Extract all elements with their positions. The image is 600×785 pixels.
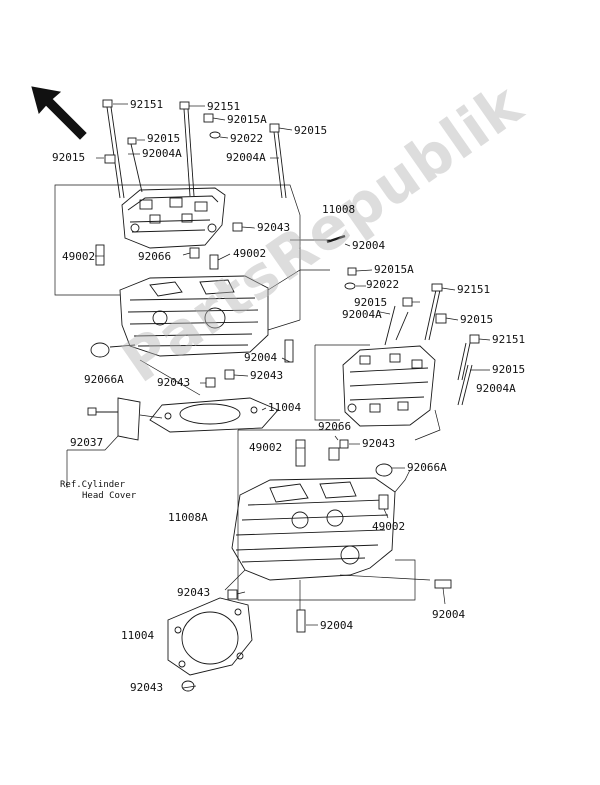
head-cover-bracket [87, 397, 141, 441]
part-label: 11008A [168, 511, 208, 524]
part-label: 49002 [249, 441, 283, 454]
part-label: 92066 [138, 250, 172, 263]
part-label: 92043 [257, 221, 291, 234]
part-label: 92004 [320, 619, 354, 632]
part-label: 11004 [121, 629, 155, 642]
part-label: 92043 [157, 376, 191, 389]
ref-note-line1: Ref.Cylinder [60, 480, 126, 490]
part-label: 49002 [372, 520, 406, 533]
part-label: 92151 [207, 100, 241, 113]
rear-cylinder-head [119, 275, 269, 357]
part-label: 92037 [70, 436, 104, 449]
direction-arrow-icon [31, 86, 87, 140]
part-label: 92015A [374, 263, 414, 276]
part-label: 92043 [177, 586, 211, 599]
part-label: 92022 [366, 278, 400, 291]
part-label: 92004A [142, 147, 182, 160]
part-label: 92151 [457, 283, 491, 296]
part-label: 92151 [130, 98, 164, 111]
part-label: 92015 [52, 151, 86, 164]
front-bolts [344, 267, 480, 406]
part-label: 92151 [492, 333, 526, 346]
rear-small-parts [90, 222, 346, 388]
rear-bolts [102, 99, 287, 199]
leader-lines [54, 103, 491, 689]
part-label: 92015 [147, 132, 181, 145]
part-label: 92004 [352, 239, 386, 252]
part-label: 92022 [230, 132, 264, 145]
part-label: 92066A [407, 461, 447, 474]
part-label: 92015A [227, 113, 267, 126]
part-label: 92004 [432, 608, 466, 621]
part-label: 92015 [294, 124, 328, 137]
rear-head-cover [121, 187, 226, 249]
part-label: 92066A [84, 373, 124, 386]
part-label: 11008 [322, 203, 356, 216]
part-label: 92015 [492, 363, 526, 376]
part-label: 92015 [460, 313, 494, 326]
front-head-gasket [167, 597, 253, 676]
part-label: 11004 [268, 401, 302, 414]
part-label: 92043 [250, 369, 284, 382]
front-cylinder-head [231, 477, 396, 581]
part-label: 49002 [62, 250, 96, 263]
ref-note-line2: Head Cover [82, 491, 137, 501]
part-label: 92066 [318, 420, 352, 433]
part-label: 92004A [342, 308, 382, 321]
part-label: 92004 [244, 351, 278, 364]
part-label: 92015 [354, 296, 388, 309]
rear-head-gasket [149, 397, 279, 433]
part-label: 92004A [226, 151, 266, 164]
part-label: 49002 [233, 247, 267, 260]
front-small-parts [181, 439, 452, 692]
front-head-cover [342, 345, 436, 427]
part-label: 92004A [476, 382, 516, 395]
part-label: 92043 [362, 437, 396, 450]
part-label: 92043 [130, 681, 164, 694]
